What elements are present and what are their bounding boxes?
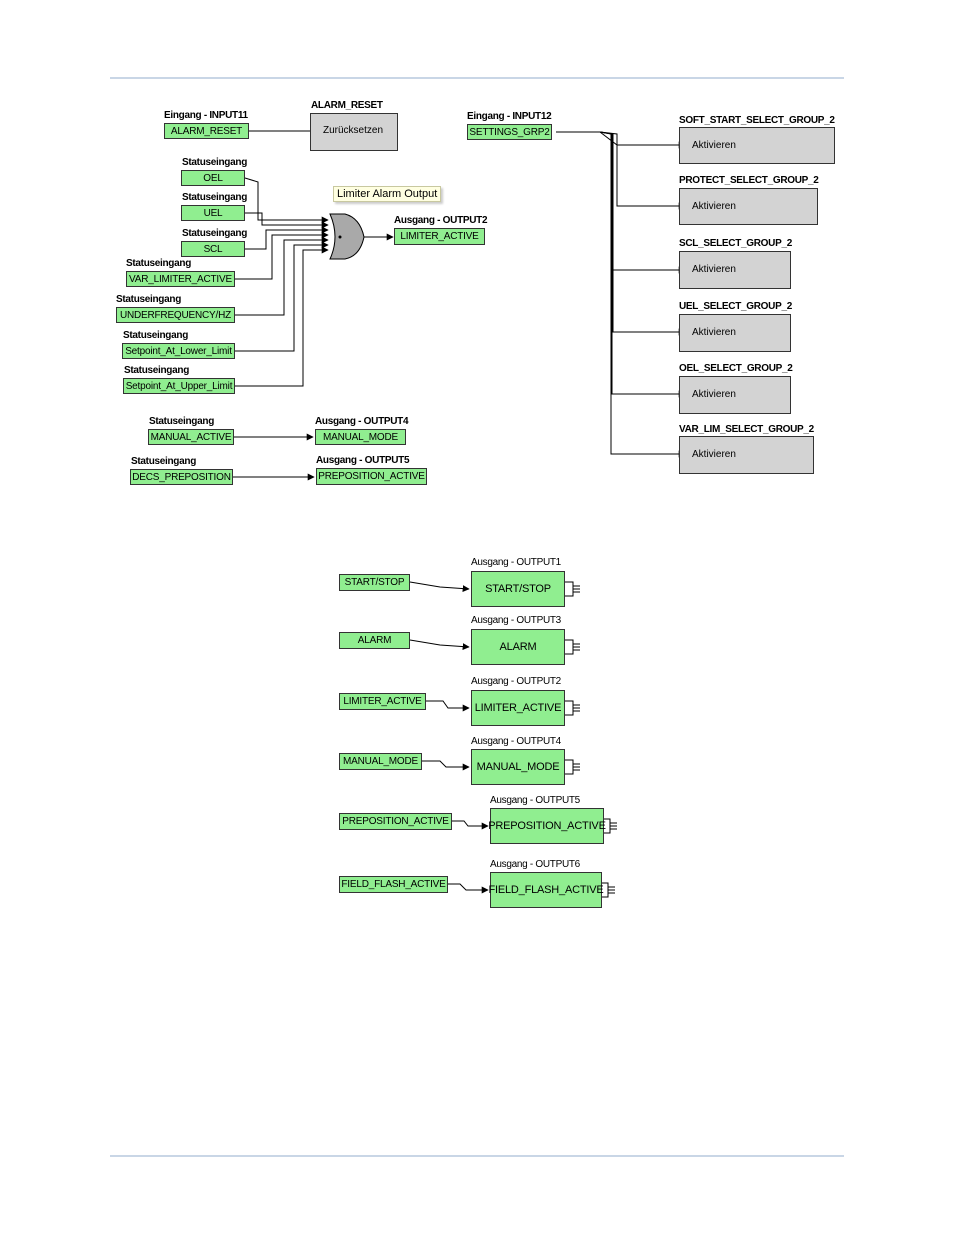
group-block-scl[interactable]: Aktivieren — [679, 251, 791, 289]
group-block-uel[interactable]: Aktivieren — [679, 314, 791, 352]
status-input-header: Statuseingang — [182, 192, 247, 203]
alarm-reset-input[interactable]: ALARM_RESET — [164, 123, 249, 139]
group-block-header: SOFT_START_SELECT_GROUP_2 — [679, 115, 835, 126]
bottom-output-header: Ausgang - OUTPUT1 — [471, 557, 561, 568]
bottom-output-field-flash-active[interactable]: FIELD_FLASH_ACTIVE — [489, 872, 604, 908]
manual-output-header: Ausgang - OUTPUT4 — [315, 416, 409, 427]
group-block-oel[interactable]: Aktivieren — [679, 376, 791, 414]
group-block-soft-start[interactable]: Aktivieren — [679, 127, 835, 164]
group-block-protect[interactable]: Aktivieren — [679, 188, 818, 225]
bottom-output-header: Ausgang - OUTPUT6 — [490, 859, 580, 870]
bottom-input-start-stop[interactable]: START/STOP — [339, 574, 410, 591]
or-gate — [329, 213, 365, 260]
status-input-header: Statuseingang — [182, 157, 247, 168]
bottom-input-preposition-active[interactable]: PREPOSITION_ACTIVE — [339, 813, 452, 830]
decs-input-header: Statuseingang — [131, 456, 196, 467]
manual-input[interactable]: MANUAL_ACTIVE — [148, 429, 234, 445]
bottom-output-preposition-active[interactable]: PREPOSITION_ACTIVE — [488, 808, 606, 844]
alarm-reset-block[interactable]: Zurücksetzen — [310, 113, 398, 151]
decs-output[interactable]: PREPOSITION_ACTIVE — [316, 468, 427, 485]
status-input-uel[interactable]: UEL — [181, 205, 245, 221]
manual-output[interactable]: MANUAL_MODE — [315, 429, 406, 445]
limiter-tooltip: Limiter Alarm Output — [333, 186, 442, 202]
alarm-reset-block-header: ALARM_RESET — [311, 100, 383, 111]
group-port: Aktivieren — [692, 201, 736, 212]
bottom-input-limiter-active[interactable]: LIMITER_ACTIVE — [339, 693, 426, 710]
bottom-output-header: Ausgang - OUTPUT3 — [471, 615, 561, 626]
bottom-output-header: Ausgang - OUTPUT2 — [471, 676, 561, 687]
bottom-rule — [110, 1155, 844, 1157]
bottom-input-manual-mode[interactable]: MANUAL_MODE — [339, 753, 422, 770]
status-input-setpoint-upper[interactable]: Setpoint_At_Upper_Limit — [123, 378, 235, 394]
manual-input-header: Statuseingang — [149, 416, 214, 427]
or-output-header: Ausgang - OUTPUT2 — [394, 215, 488, 226]
status-input-header: Statuseingang — [124, 365, 189, 376]
bottom-output-limiter-active[interactable]: LIMITER_ACTIVE — [471, 690, 565, 726]
status-input-var-limiter[interactable]: VAR_LIMITER_ACTIVE — [126, 271, 235, 287]
status-input-scl[interactable]: SCL — [181, 241, 245, 257]
bottom-output-alarm[interactable]: ALARM — [471, 629, 565, 665]
top-rule — [110, 77, 844, 79]
group-port: Aktivieren — [692, 327, 736, 338]
status-input-header: Statuseingang — [123, 330, 188, 341]
or-output[interactable]: LIMITER_ACTIVE — [394, 228, 485, 245]
settings-input-header: Eingang - INPUT12 — [467, 111, 552, 122]
status-input-header: Statuseingang — [126, 258, 191, 269]
top-wires — [233, 127, 686, 481]
status-input-oel[interactable]: OEL — [181, 170, 245, 186]
status-input-header: Statuseingang — [116, 294, 181, 305]
group-block-header: SCL_SELECT_GROUP_2 — [679, 238, 792, 249]
bottom-input-field-flash-active[interactable]: FIELD_FLASH_ACTIVE — [339, 876, 448, 893]
group-port: Aktivieren — [692, 140, 736, 151]
alarm-reset-input-header: Eingang - INPUT11 — [164, 110, 248, 121]
bottom-output-header: Ausgang - OUTPUT4 — [471, 736, 561, 747]
bottom-output-manual-mode[interactable]: MANUAL_MODE — [471, 749, 565, 785]
settings-input[interactable]: SETTINGS_GRP2 — [467, 124, 552, 140]
status-input-header: Statuseingang — [182, 228, 247, 239]
group-block-var-lim[interactable]: Aktivieren — [679, 436, 814, 474]
group-block-header: OEL_SELECT_GROUP_2 — [679, 363, 793, 374]
alarm-reset-port: Zurücksetzen — [323, 125, 384, 136]
bottom-output-header: Ausgang - OUTPUT5 — [490, 795, 580, 806]
group-port: Aktivieren — [692, 264, 736, 275]
bottom-input-alarm[interactable]: ALARM — [339, 632, 410, 649]
group-block-header: PROTECT_SELECT_GROUP_2 — [679, 175, 819, 186]
decs-output-header: Ausgang - OUTPUT5 — [316, 455, 410, 466]
group-port: Aktivieren — [692, 389, 736, 400]
status-input-setpoint-lower[interactable]: Setpoint_At_Lower_Limit — [122, 343, 235, 359]
bottom-output-start-stop[interactable]: START/STOP — [471, 571, 565, 607]
status-input-underfrequency[interactable]: UNDERFREQUENCY/HZ — [116, 307, 235, 323]
group-block-header: VAR_LIM_SELECT_GROUP_2 — [679, 424, 814, 435]
group-port: Aktivieren — [692, 449, 736, 460]
decs-input[interactable]: DECS_PREPOSITION — [130, 469, 233, 485]
group-block-header: UEL_SELECT_GROUP_2 — [679, 301, 792, 312]
